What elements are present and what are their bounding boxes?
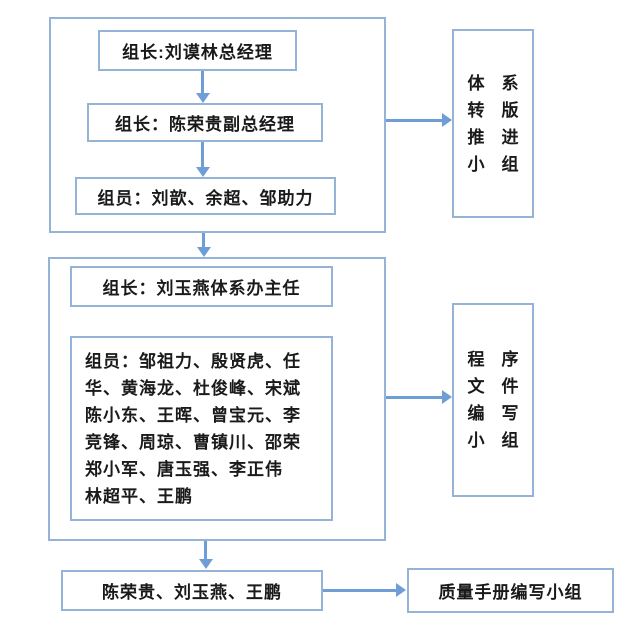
top-group-line: 转 版 — [467, 100, 519, 120]
top-members-label: 组员：刘歆、余超、邹助力 — [97, 188, 314, 208]
top-leader2-box: 组长：陈荣贵副总经理 — [87, 103, 323, 142]
mid-group-line: 编 写 — [467, 404, 519, 423]
top-group-line: 推 进 — [467, 127, 519, 147]
top-group-box: 体 系 转 版 推 进 小 组 — [452, 29, 534, 218]
top-members-box: 组员：刘歆、余超、邹助力 — [75, 177, 336, 215]
mid-members-line: 竞锋、周琼、曹镇川、邵荣 — [85, 433, 301, 452]
mid-leader-label: 组长：刘玉燕体系办主任 — [102, 279, 301, 298]
mid-members-line: 郑小军、唐玉强、李正伟 — [85, 460, 283, 479]
bottom-group-box: 质量手册编写小组 — [407, 568, 614, 613]
top-leader1-label: 组长:刘谟林总经理 — [122, 43, 273, 62]
mid-members-line: 组员：邹祖力、殷贤虎、任 — [85, 352, 301, 371]
mid-members-line: 林超平、王鹏 — [85, 487, 193, 506]
mid-group-box: 程 序 文 件 编 写 小 组 — [452, 303, 534, 497]
bottom-group-label: 质量手册编写小组 — [438, 583, 583, 602]
bottom-members-box: 陈荣贵、刘玉燕、王鹏 — [61, 570, 323, 611]
mid-group-line: 文 件 — [467, 377, 519, 396]
top-flow-container — [49, 17, 386, 233]
mid-members-line: 陈小东、王晖、曾宝元、李 — [85, 406, 301, 425]
mid-members-line: 华、黄海龙、杜俊峰、宋斌 — [85, 379, 301, 398]
bottom-members-label: 陈荣贵、刘玉燕、王鹏 — [102, 583, 282, 602]
top-leader1-box: 组长:刘谟林总经理 — [98, 30, 297, 71]
top-group-line: 小 组 — [467, 154, 519, 174]
top-group-line: 体 系 — [467, 73, 519, 93]
mid-members-box: 组员：邹祖力、殷贤虎、任 华、黄海龙、杜俊峰、宋斌 陈小东、王晖、曾宝元、李 竞… — [70, 336, 333, 521]
mid-group-line: 程 序 — [467, 350, 519, 369]
mid-group-line: 小 组 — [467, 431, 519, 450]
top-leader2-label: 组长：陈荣贵副总经理 — [115, 115, 295, 134]
mid-leader-box: 组长：刘玉燕体系办主任 — [70, 266, 333, 307]
mid-flow-container — [48, 257, 386, 541]
